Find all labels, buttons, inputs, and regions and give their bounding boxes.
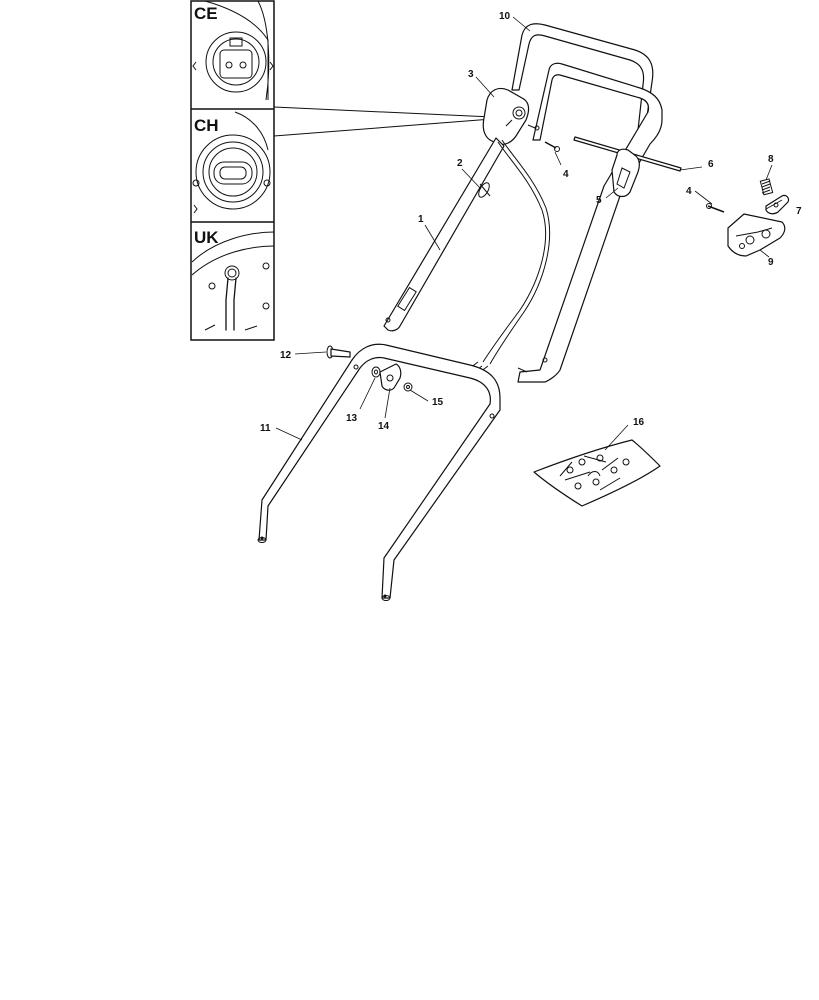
- carriage-bolt: [326, 345, 351, 359]
- part-label-10: 10: [499, 11, 511, 22]
- lower-handle: [257, 343, 501, 601]
- part-label-12: 12: [280, 350, 292, 361]
- part-label-15: 15: [432, 397, 444, 408]
- part-label-6: 6: [708, 159, 714, 170]
- part-label-16: 16: [633, 417, 645, 428]
- leader-lines: [275, 16, 783, 451]
- plug-inset-panel: CE CH UK: [190, 0, 493, 341]
- region-label-ch: CH: [194, 116, 219, 135]
- screw-lower: [706, 203, 725, 213]
- inset-ce: CE: [192, 0, 274, 101]
- part-label-11: 11: [260, 423, 271, 434]
- inset-uk: UK: [191, 228, 275, 331]
- part-label-1: 1: [418, 214, 424, 225]
- part-label-13: 13: [346, 413, 358, 424]
- washer: [371, 366, 381, 378]
- nut: [403, 382, 413, 392]
- cable-hook: [611, 148, 640, 198]
- part-label-4-lower: 4: [686, 186, 692, 197]
- hardware-bag: [533, 439, 661, 507]
- upper-handle: [511, 23, 663, 383]
- part-label-9: 9: [768, 257, 774, 268]
- lower-handle-tube: [383, 137, 505, 332]
- locking-lever: [765, 194, 790, 215]
- part-labels: 1 2 3 4 4 5 6 7 8 9 10 11 12 13 14 15 16: [260, 11, 802, 434]
- part-label-4-upper: 4: [563, 169, 569, 180]
- part-label-2: 2: [457, 158, 463, 169]
- region-label-ce: CE: [194, 4, 218, 23]
- inset-callout-line: [273, 118, 493, 137]
- switch-box: [482, 87, 530, 146]
- handle-knob: [379, 363, 402, 391]
- handle-bracket: [727, 213, 786, 257]
- part-label-8: 8: [768, 154, 774, 165]
- inset-ch: CH: [192, 111, 271, 214]
- region-label-uk: UK: [194, 228, 219, 247]
- inset-callout-line: [273, 106, 493, 118]
- part-label-3: 3: [468, 69, 474, 80]
- part-label-5: 5: [596, 195, 602, 206]
- part-label-7: 7: [796, 206, 802, 217]
- part-label-14: 14: [378, 421, 390, 432]
- spring: [759, 178, 774, 196]
- screw-upper: [544, 141, 560, 152]
